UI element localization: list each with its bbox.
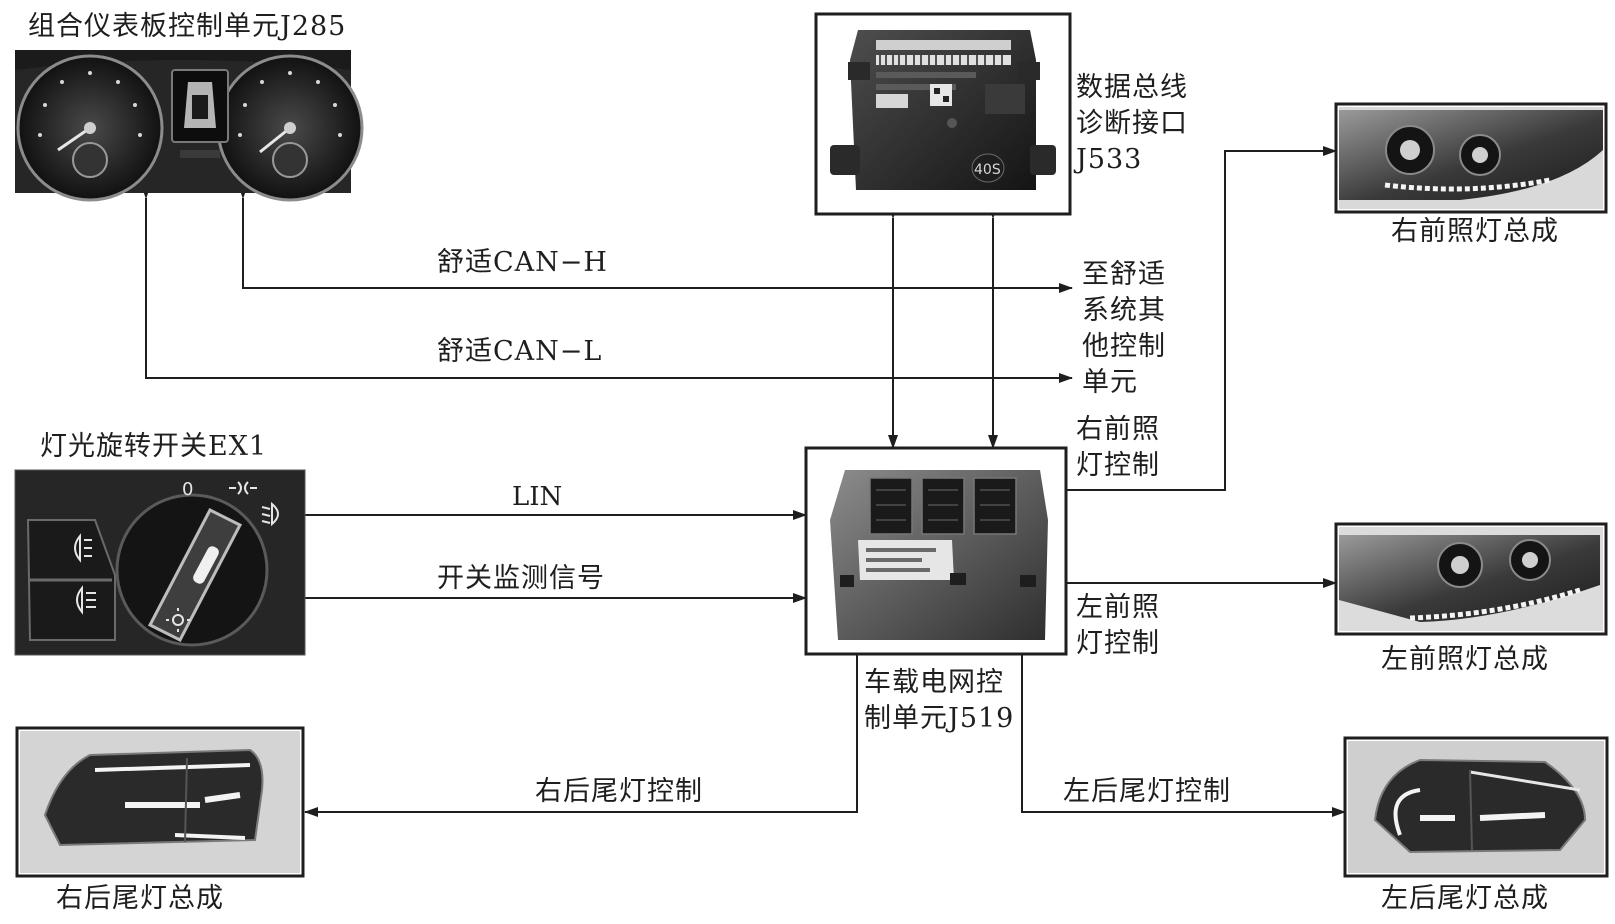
- headlamp-right-photo: [1334, 102, 1608, 214]
- right-headlamp-control-line-2: 灯控制: [1076, 450, 1160, 481]
- parking-light-icon: [229, 481, 257, 495]
- other-units-line-4: 单元: [1082, 367, 1138, 398]
- bcm-label-line-1: 车载电网控: [864, 667, 1004, 698]
- other-units-label: 至舒适 系统其 他控制 单元: [1082, 257, 1166, 401]
- bcm-photo: [804, 446, 1068, 656]
- bcm-label: 车载电网控 制单元J519: [864, 665, 1014, 737]
- switch-position-zero: 0: [182, 479, 193, 500]
- can-l-label: 舒适CAN−L: [437, 336, 603, 367]
- fog-lamp-icon: [74, 533, 92, 563]
- lin-label: LIN: [512, 482, 563, 512]
- gateway-label-line-2: 诊断接口: [1076, 108, 1188, 139]
- left-headlamp-control-line-1: 左前照: [1076, 592, 1160, 623]
- switch-label: 灯光旋转开关EX1: [40, 431, 268, 462]
- right-headlamp-control-label: 右前照 灯控制: [1076, 412, 1160, 484]
- taillamp-right-photo: [15, 726, 305, 878]
- headlamp-left-photo: [1334, 522, 1608, 636]
- headlamp-left-label: 左前照灯总成: [1381, 644, 1549, 675]
- connection-lines: [141, 146, 1346, 817]
- right-headlamp-line: [1066, 146, 1337, 491]
- taillamp-left-label: 左后尾灯总成: [1381, 883, 1549, 914]
- left-tail-line: [1021, 654, 1346, 817]
- taillamp-left-photo: [1343, 736, 1609, 878]
- other-units-line-3: 他控制: [1082, 331, 1166, 362]
- right-tail-control-label: 右后尾灯控制: [535, 776, 703, 807]
- low-beam-icon: [261, 501, 279, 527]
- headlamp-right-label: 右前照灯总成: [1391, 216, 1559, 247]
- gateway-marking: 40S: [974, 162, 1001, 178]
- other-units-line-2: 系统其: [1082, 295, 1166, 326]
- can-h-label: 舒适CAN−H: [437, 247, 608, 278]
- can-l-line: [141, 185, 1073, 383]
- left-headlamp-control-label: 左前照 灯控制: [1076, 590, 1160, 662]
- other-units-line-1: 至舒适: [1082, 259, 1166, 290]
- gateway-photo: 40S: [814, 12, 1072, 216]
- gateway-label: 数据总线 诊断接口 J533: [1076, 70, 1188, 178]
- right-tail-line: [304, 654, 858, 817]
- taillamp-right-label: 右后尾灯总成: [56, 883, 224, 914]
- cluster-photo: [15, 50, 364, 202]
- right-headlamp-control-line-1: 右前照: [1076, 414, 1160, 445]
- gateway-label-line-1: 数据总线: [1076, 72, 1188, 103]
- sun-light-icon: [166, 608, 190, 632]
- left-tail-control-label: 左后尾灯控制: [1063, 776, 1231, 807]
- bcm-label-line-2: 制单元J519: [864, 703, 1015, 734]
- left-headlamp-control-line-2: 灯控制: [1076, 628, 1160, 659]
- rear-fog-lamp-icon: [76, 585, 96, 615]
- gateway-label-line-3: J533: [1076, 144, 1143, 175]
- switch-monitor-label: 开关监测信号: [437, 563, 605, 594]
- cluster-label: 组合仪表板控制单元J285: [28, 11, 347, 42]
- switch-photo: 0: [14, 469, 306, 656]
